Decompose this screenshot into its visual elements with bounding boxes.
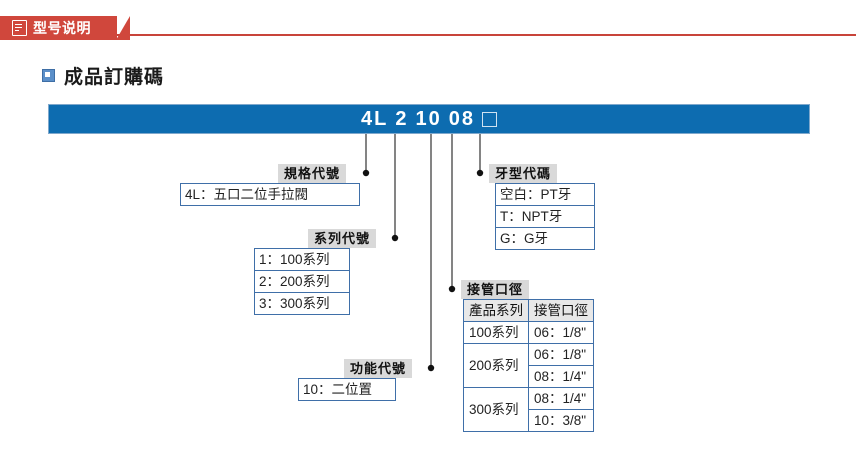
callout-spec-row: 4L：五口二位手拉閥 (185, 187, 309, 202)
callout-series-code: 系列代號 1：100系列 2：200系列 3：300系列 (120, 229, 390, 315)
callout-function-label: 功能代號 (343, 359, 412, 378)
table-row: 200系列 06：1/8" (463, 343, 594, 388)
header-tag-label: 型号说明 (33, 20, 91, 36)
callout-function-code: 功能代號 10：二位置 (160, 359, 426, 401)
callout-series-row: 3：300系列 (259, 296, 330, 311)
header-tag: 型号说明 (0, 16, 130, 40)
callout-port-label: 接管口徑 (461, 280, 530, 299)
callout-thread-code: 牙型代碼 空白：PT牙 T：NPT牙 G：G牙 (489, 164, 595, 250)
callout-port-size: 接管口徑 產品系列 接管口徑 100系列 06：1/8" 200系列 06：1/… (461, 280, 594, 432)
square-bullet-icon (42, 69, 55, 82)
callout-thread-row: T：NPT牙 (496, 206, 594, 228)
model-segment-port: 08 (448, 107, 475, 130)
table-cell-size: 08：1/4" (528, 365, 594, 388)
table-row: 10：3/8" (464, 409, 594, 432)
port-size-table: 產品系列 接管口徑 100系列 06：1/8" 200系列 06：1/8" 08… (463, 299, 594, 432)
table-cell-size: 08：1/4" (528, 387, 594, 410)
header-rule (0, 34, 856, 36)
table-cell-series: 300系列 (463, 387, 529, 432)
page-header-banner: 型号说明 (0, 8, 856, 40)
table-cell-series: 100系列 (463, 321, 529, 344)
callout-thread-row: G：G牙 (500, 231, 549, 246)
table-cell-series: 200系列 (463, 343, 529, 388)
callout-thread-label: 牙型代碼 (489, 164, 558, 183)
table-row: 100系列 06：1/8" (463, 321, 594, 344)
section-title: 成品訂購碼 (42, 62, 164, 89)
callout-function-row: 10：二位置 (303, 382, 373, 397)
callout-function-box: 10：二位置 (298, 378, 396, 401)
model-segment-function: 10 (415, 107, 442, 130)
callout-spec-box: 4L：五口二位手拉閥 (180, 183, 360, 206)
table-row: 08：1/4" (464, 365, 594, 388)
callout-series-box: 1：100系列 2：200系列 3：300系列 (254, 248, 350, 315)
model-code-bar: 4L 2 10 08 (48, 104, 810, 134)
blank-box-icon (481, 111, 497, 127)
table-header-row: 產品系列 接管口徑 (463, 299, 594, 322)
table-cell-size: 06：1/8" (528, 321, 594, 344)
table-row: 300系列 08：1/4" (463, 387, 594, 432)
callout-series-row: 2：200系列 (255, 271, 349, 293)
document-lines-icon (12, 20, 27, 36)
callout-series-label: 系列代號 (307, 229, 376, 248)
table-header-series: 產品系列 (463, 299, 529, 322)
callout-spec-label: 規格代號 (277, 164, 346, 183)
section-title-label: 成品訂購碼 (64, 67, 165, 88)
model-code-text: 4L 2 10 08 (361, 108, 497, 131)
callout-spec-code: 規格代號 4L：五口二位手拉閥 (60, 164, 360, 206)
callout-thread-box: 空白：PT牙 T：NPT牙 G：G牙 (495, 183, 595, 250)
table-header-size: 接管口徑 (528, 299, 594, 322)
callout-series-row: 1：100系列 (255, 249, 349, 271)
model-segment-spec: 4L (361, 107, 389, 130)
callout-thread-row: 空白：PT牙 (496, 184, 594, 206)
table-cell-size: 06：1/8" (528, 343, 594, 366)
table-cell-size: 10：3/8" (528, 409, 594, 432)
model-segment-series: 2 (395, 107, 409, 130)
